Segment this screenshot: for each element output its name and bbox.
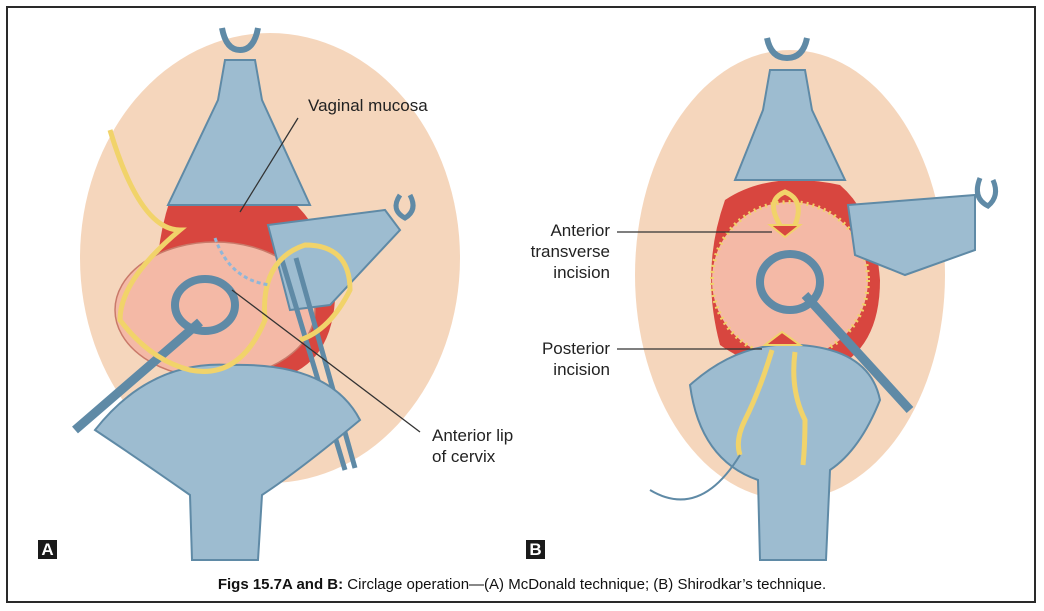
label-posterior-line1: Posterior xyxy=(520,338,610,359)
label-anterior-lip-line2: of cervix xyxy=(432,446,513,467)
caption-text: Circlage operation—(A) McDonald techniqu… xyxy=(343,576,826,593)
label-anterior-transverse-incision: Anterior transverse incision xyxy=(520,220,610,283)
panel-letter-b: B xyxy=(526,540,545,559)
figure-caption: Figs 15.7A and B: Circlage operation—(A)… xyxy=(0,576,1044,593)
label-anterior-line3: incision xyxy=(520,262,610,283)
label-posterior-incision: Posterior incision xyxy=(520,338,610,380)
label-vaginal-mucosa: Vaginal mucosa xyxy=(308,95,428,116)
label-anterior-lip: Anterior lip of cervix xyxy=(432,425,513,467)
label-posterior-line2: incision xyxy=(520,359,610,380)
panel-letter-a: A xyxy=(38,540,57,559)
label-anterior-line1: Anterior xyxy=(520,220,610,241)
caption-bold: Figs 15.7A and B: xyxy=(218,576,343,593)
panel-b-illustration xyxy=(617,38,996,560)
label-anterior-line2: transverse xyxy=(520,241,610,262)
label-anterior-lip-line1: Anterior lip xyxy=(432,425,513,446)
